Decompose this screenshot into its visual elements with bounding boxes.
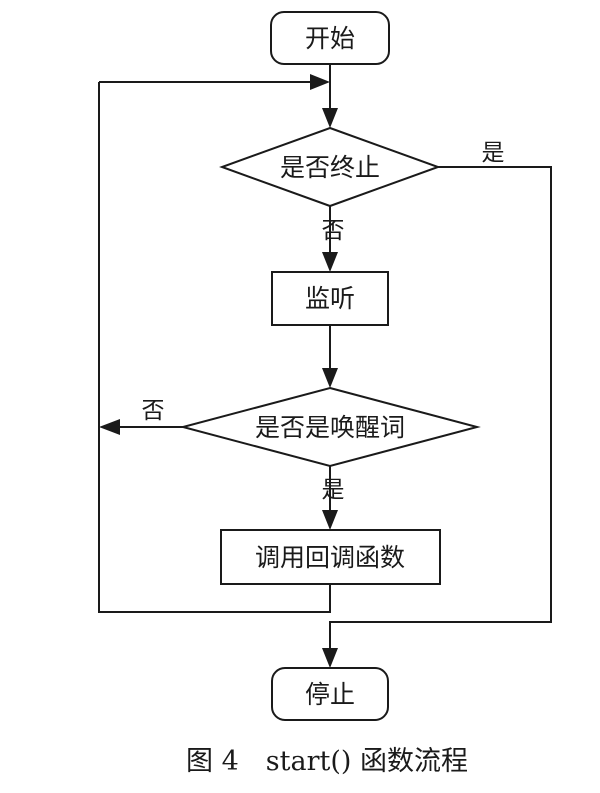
edge-terminate-no: 否	[322, 206, 345, 272]
stop-label: 停止	[305, 680, 355, 709]
wakeword-yes-label: 是	[322, 477, 345, 503]
edge-start-to-terminate-check	[322, 64, 338, 128]
invoke-callback-node: 调用回调函数	[220, 529, 441, 585]
edge-terminate-yes: 是	[322, 140, 552, 668]
edge-wakeword-yes: 是	[322, 466, 345, 530]
edge-callback-loop-back	[98, 82, 331, 613]
stop-node: 停止	[271, 667, 389, 721]
terminate-no-label: 否	[322, 218, 345, 244]
edge-listen-to-wakeword-check	[322, 325, 338, 388]
terminate-yes-label: 是	[482, 140, 505, 166]
wakeword-no-label: 否	[142, 398, 165, 424]
edge-wakeword-no: 否	[99, 398, 183, 435]
invoke-callback-label: 调用回调函数	[255, 543, 405, 572]
edge-loop-return-top	[99, 74, 330, 90]
terminate-check-node: 是否终止	[219, 126, 441, 208]
figure-caption: 图 4 start() 函数流程	[186, 746, 468, 777]
start-node: 开始	[270, 11, 390, 65]
listen-label: 监听	[305, 284, 355, 313]
listen-node: 监听	[271, 271, 389, 326]
terminate-check-label: 是否终止	[280, 153, 380, 182]
wakeword-check-node: 是否是唤醒词	[179, 386, 481, 468]
wakeword-check-label: 是否是唤醒词	[255, 413, 405, 442]
start-label: 开始	[305, 24, 355, 53]
